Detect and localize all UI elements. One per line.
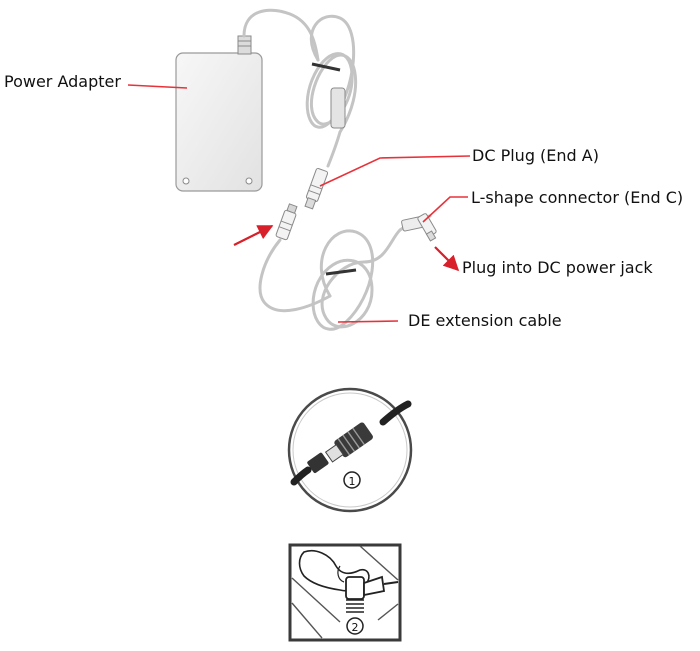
l-shape-connector-label: L-shape connector (End C) <box>471 188 684 207</box>
de-extension-cable-label: DE extension cable <box>408 311 562 330</box>
step1-number: 1 <box>349 475 356 488</box>
leader-lines <box>127 84 471 323</box>
cable-tie <box>311 62 341 72</box>
power-adapter-label: Power Adapter <box>4 72 121 91</box>
power-adapter <box>175 35 263 192</box>
insert-arrow <box>233 225 274 246</box>
plug-into-arrow <box>434 246 460 272</box>
plug-into-jack-label: Plug into DC power jack <box>462 258 653 277</box>
leader-dc-plug <box>319 155 471 187</box>
step2-inset: 2 <box>288 543 402 642</box>
dc-jack <box>346 599 364 613</box>
l-shape-connector <box>401 213 437 242</box>
step2-number: 2 <box>352 621 359 634</box>
leader-l-shape <box>422 196 468 223</box>
leader-de-cable <box>337 320 399 323</box>
extension-cable-tie <box>325 268 357 276</box>
leader-power-adapter <box>127 84 188 89</box>
dc-plug-end-a <box>304 167 329 210</box>
adapter-cable <box>242 8 358 168</box>
step1-inset: 1 <box>287 387 413 513</box>
extension-connector <box>275 203 298 241</box>
dc-plug-label: DC Plug (End A) <box>472 146 599 165</box>
ferrite-core <box>330 87 346 129</box>
